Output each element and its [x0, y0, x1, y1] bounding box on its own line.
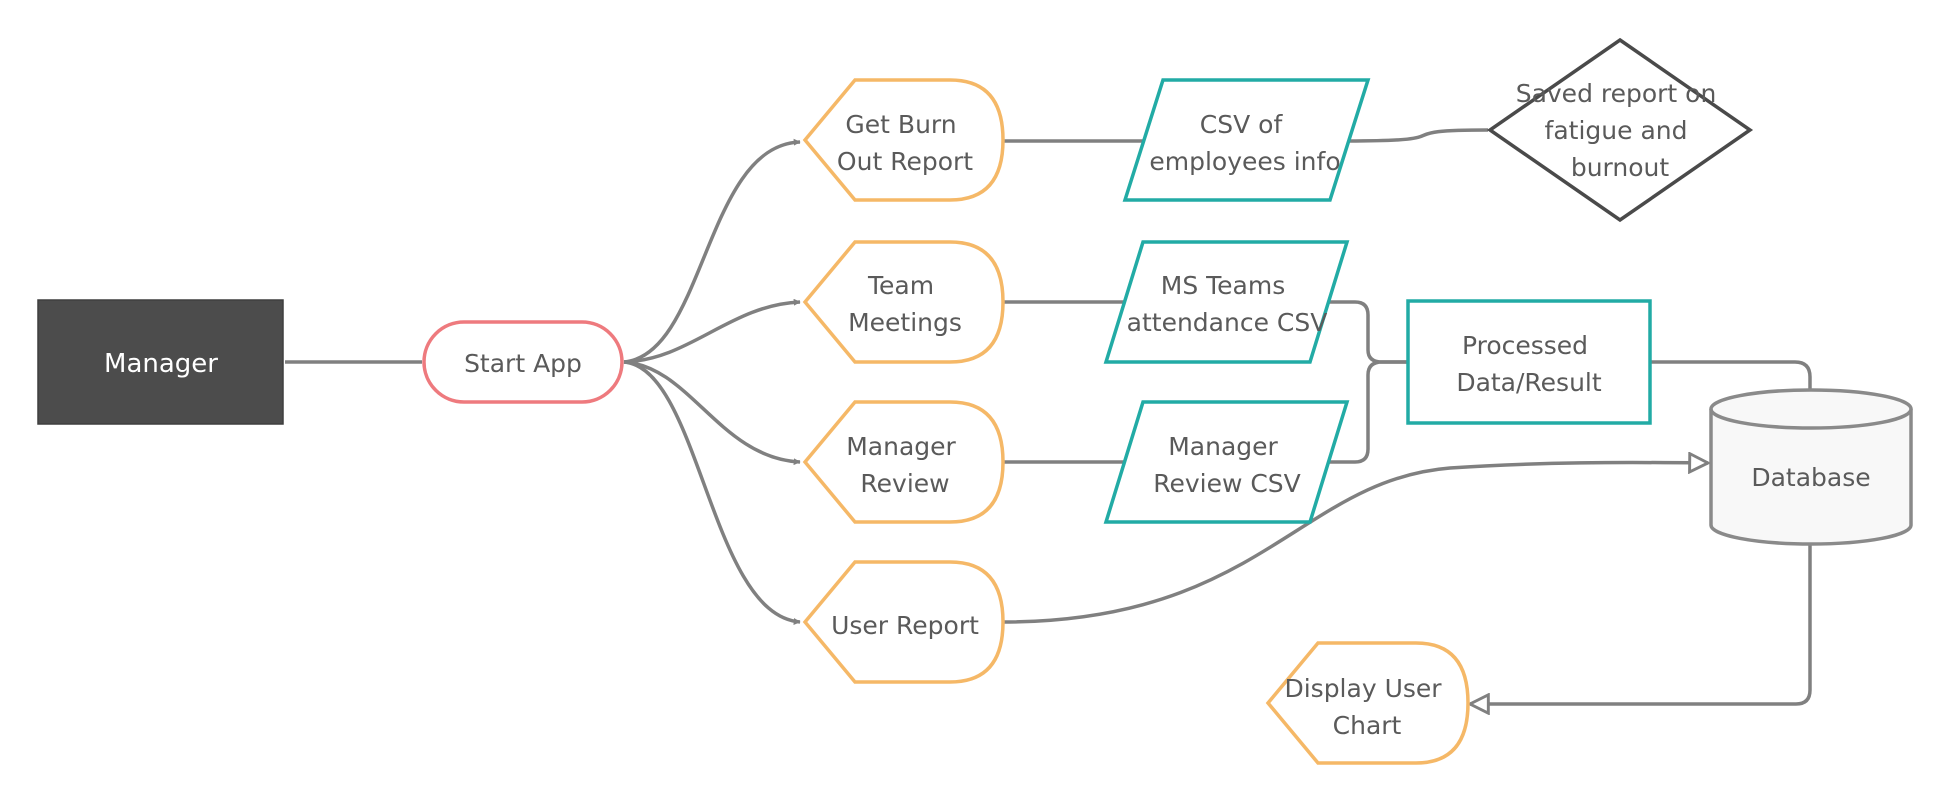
edge-user-report-to-database	[1002, 463, 1708, 624]
node-get-burn-out-report[interactable]: Get Burn Out Report	[802, 78, 1005, 202]
node-display-user-chart-label: Display User Chart	[1284, 674, 1449, 740]
node-manager-label: Manager	[104, 349, 218, 379]
node-start-app[interactable]: Start App	[422, 320, 624, 404]
node-csv-employees-info-label: CSV of employees info	[1149, 110, 1340, 176]
node-start-app-label: Start App	[464, 349, 582, 378]
node-database[interactable]: Database	[1709, 388, 1913, 546]
edge-processed-to-database	[1650, 360, 1812, 392]
edge-ms-teams-csv-to-processed	[1328, 300, 1408, 364]
edge-database-to-display-chart	[1470, 545, 1812, 704]
edge-review-csv-to-processed	[1328, 360, 1408, 464]
node-ms-teams-attendance-csv[interactable]: MS Teams attendance CSV	[1103, 240, 1350, 364]
edge-csv-to-saved-report	[1347, 128, 1489, 143]
node-manager-review-csv-label: Manager Review CSV	[1153, 432, 1301, 498]
edges	[285, 128, 1812, 704]
node-team-meetings-label: Team Meetings	[848, 271, 962, 337]
node-processed-data-result[interactable]: Processed Data/Result	[1406, 299, 1652, 425]
edge-start-app-to-manager-review	[623, 360, 801, 466]
node-saved-report-label: Saved report on fatigue and burnout	[1516, 79, 1725, 182]
node-display-user-chart[interactable]: Display User Chart	[1265, 641, 1470, 765]
node-user-report-label: User Report	[831, 611, 979, 640]
node-database-label: Database	[1751, 463, 1870, 492]
node-get-burn-out-report-label: Get Burn Out Report	[837, 110, 973, 176]
edge-start-app-to-user-report	[623, 360, 801, 625]
edge-start-app-to-team-meetings	[623, 298, 801, 364]
node-manager-review-label: Manager Review	[846, 432, 964, 498]
node-user-report[interactable]: User Report	[802, 560, 1005, 684]
node-processed-data-result-label: Processed Data/Result	[1456, 331, 1602, 397]
node-team-meetings[interactable]: Team Meetings	[802, 240, 1005, 364]
node-ms-teams-attendance-csv-label: MS Teams attendance CSV	[1127, 271, 1328, 337]
node-csv-employees-info[interactable]: CSV of employees info	[1122, 78, 1371, 202]
node-saved-report-decision[interactable]: Saved report on fatigue and burnout	[1486, 37, 1754, 223]
node-manager[interactable]: Manager	[37, 299, 284, 425]
edge-start-app-to-burn-out-report	[623, 138, 801, 364]
node-manager-review-csv[interactable]: Manager Review CSV	[1103, 400, 1350, 524]
node-manager-review[interactable]: Manager Review	[802, 400, 1005, 524]
